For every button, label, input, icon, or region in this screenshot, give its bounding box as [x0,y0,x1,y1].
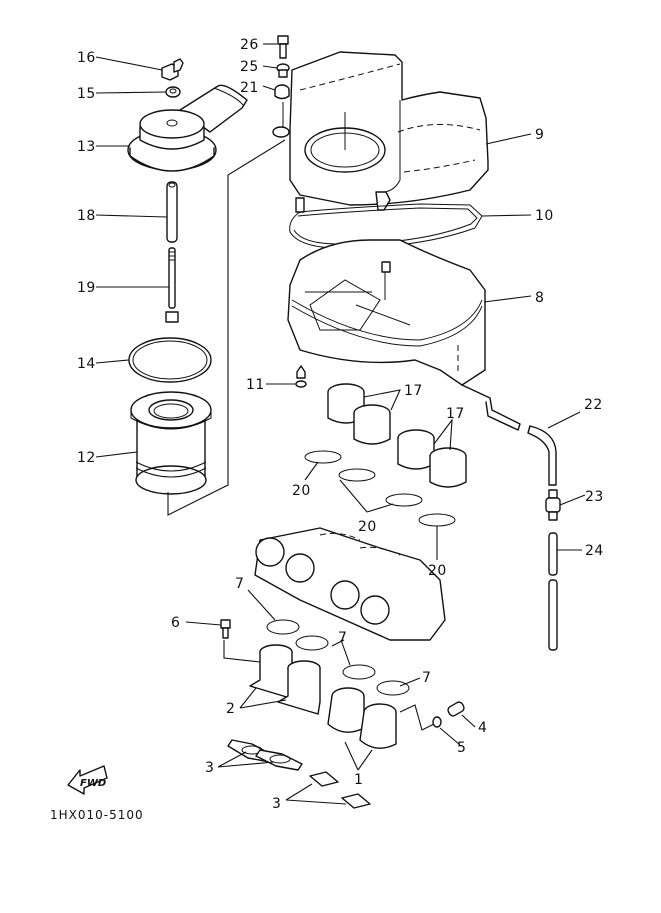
callout-labels: 26 25 21 16 15 13 9 10 18 8 19 14 11 17 … [77,37,604,812]
callout-17a[interactable]: 17 [404,383,423,399]
hose-part-24[interactable] [548,532,558,651]
callout-8[interactable]: 8 [535,290,544,306]
callout-22[interactable]: 22 [584,397,603,413]
o-ring-part[interactable] [128,337,212,383]
callout-11[interactable]: 11 [246,377,265,393]
callout-7b[interactable]: 7 [338,630,347,646]
callout-18[interactable]: 18 [77,208,96,224]
fwd-arrow-icon: FWD [67,765,108,795]
carburetor-bank [254,527,446,641]
screw-part-6[interactable] [220,619,231,639]
callout-17b[interactable]: 17 [446,406,465,422]
clip-part-5[interactable] [432,716,442,728]
callout-20a[interactable]: 20 [292,483,311,499]
assembly-bracket-11 [167,139,286,516]
callout-21[interactable]: 21 [240,80,259,96]
callout-19[interactable]: 19 [77,280,96,296]
bolt-part-26[interactable] [277,35,289,59]
callout-2[interactable]: 2 [226,701,235,717]
callout-26[interactable]: 26 [240,37,259,53]
callout-12[interactable]: 12 [77,450,96,466]
callout-4[interactable]: 4 [478,720,487,736]
drawing-code: 1HX010-5100 [50,808,144,822]
callout-3a[interactable]: 3 [205,760,214,776]
callout-3b[interactable]: 3 [272,796,281,812]
callout-9[interactable]: 9 [535,127,544,143]
air-filter-case-part[interactable] [287,239,486,386]
stud-bolt-part[interactable] [165,247,179,323]
callout-7a[interactable]: 7 [235,576,244,592]
hose-clamp-part[interactable] [304,450,456,527]
drain-hose-part[interactable] [461,384,557,486]
callout-25[interactable]: 25 [240,59,259,75]
air-filter-cover-part[interactable] [289,51,489,213]
callout-5[interactable]: 5 [457,740,466,756]
callout-6[interactable]: 6 [171,615,180,631]
collar-part[interactable] [166,181,178,243]
air-filter-element-part[interactable] [130,391,212,495]
gasket-part[interactable] [227,739,371,809]
cap-part-4[interactable] [447,701,466,718]
grommet-part-21[interactable] [272,84,290,138]
callout-23[interactable]: 23 [585,489,604,505]
callout-16[interactable]: 16 [77,50,96,66]
washer-part-15[interactable] [165,86,181,98]
callout-13[interactable]: 13 [77,139,96,155]
intake-joint-part[interactable] [327,687,397,749]
check-valve-part[interactable] [545,489,561,521]
joint-carburetor-part[interactable] [249,644,321,715]
washer-part-25[interactable] [276,63,290,78]
callout-15[interactable]: 15 [77,86,96,102]
callout-1[interactable]: 1 [354,772,363,788]
air-funnel-part[interactable] [327,383,467,488]
callout-10[interactable]: 10 [535,208,554,224]
callout-24[interactable]: 24 [585,543,604,559]
leader-lines [95,43,586,805]
fwd-label: FWD [80,778,106,789]
clip-tether [399,704,435,731]
clamp-part[interactable] [266,619,410,696]
screw-part-11[interactable] [295,365,307,388]
air-filter-cap-part[interactable] [127,84,248,172]
callout-20b[interactable]: 20 [358,519,377,535]
callout-7c[interactable]: 7 [422,670,431,686]
wing-nut-part[interactable] [161,58,184,81]
callout-20c[interactable]: 20 [428,563,447,579]
callout-14[interactable]: 14 [77,356,96,372]
